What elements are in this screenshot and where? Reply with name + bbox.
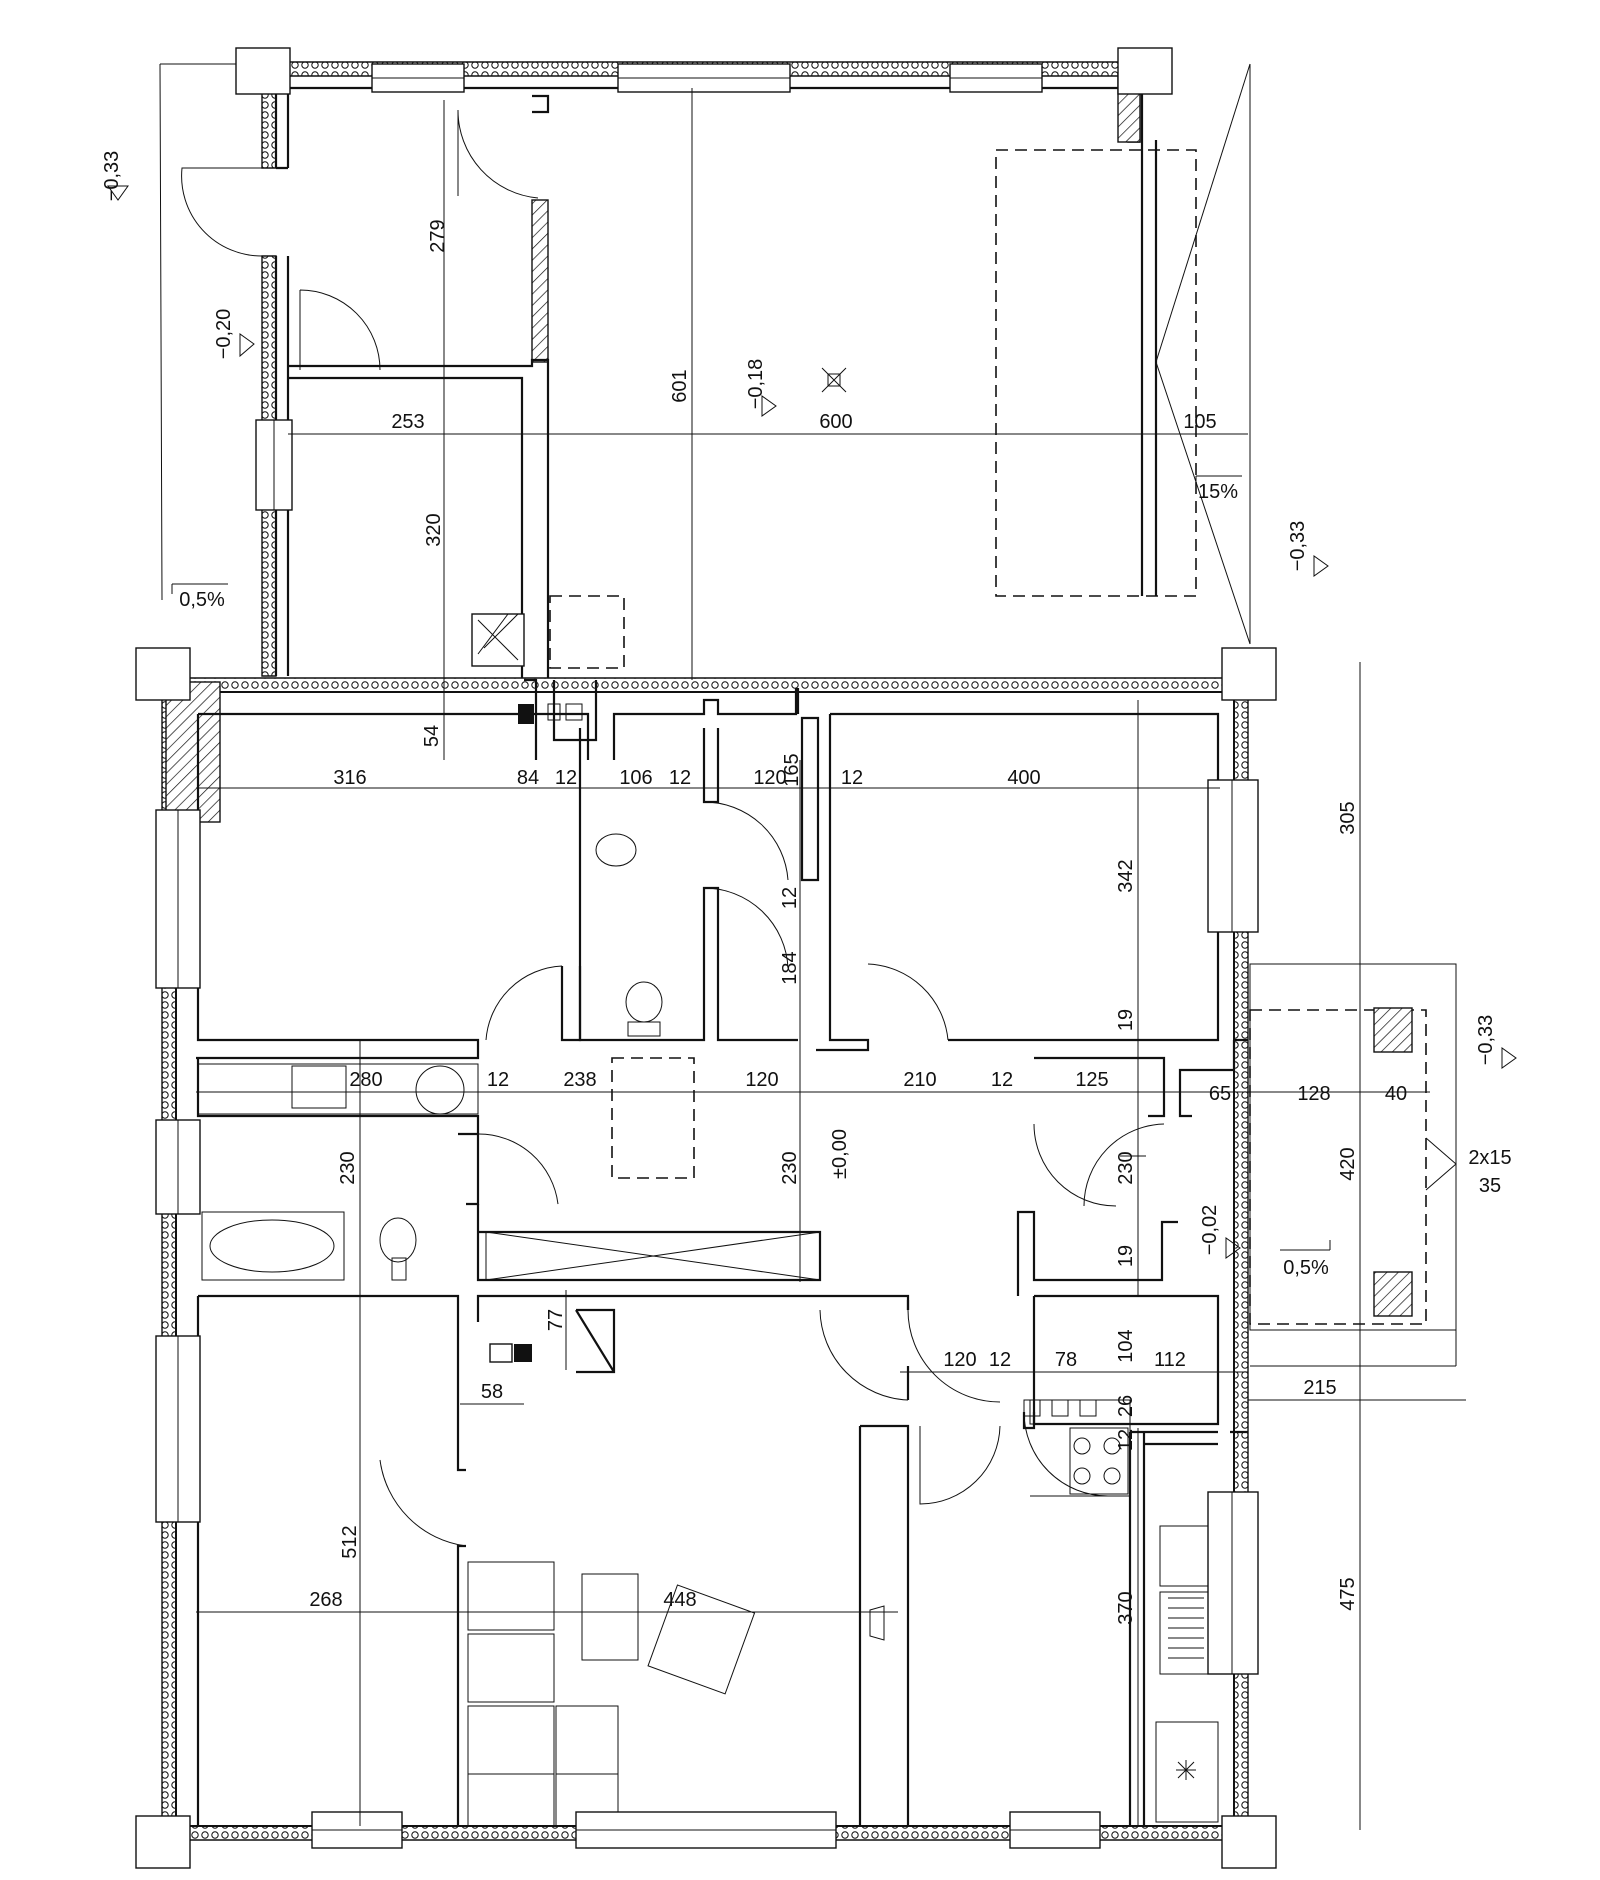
dimension-lines <box>196 88 1466 1830</box>
dim-600: 600 <box>819 411 852 433</box>
dim-105: 105 <box>1183 411 1216 433</box>
dim-12: 12 <box>1115 1429 1137 1451</box>
dim-120: 120 <box>943 1349 976 1371</box>
dim-125: 125 <box>1075 1069 1108 1091</box>
dim-12: 12 <box>555 767 577 789</box>
elevation-label: ±0,00 <box>829 1129 851 1179</box>
dim-512: 512 <box>339 1525 361 1558</box>
elevation-label: −0,33 <box>101 151 123 202</box>
dim-12: 12 <box>669 767 691 789</box>
dimension-labels: 279 601 320 253 600 105 54 316 84 12 106… <box>309 219 1407 1624</box>
dim-26: 26 <box>1115 1395 1137 1417</box>
dim-12: 12 <box>487 1069 509 1091</box>
slope-label: 0,5% <box>1283 1257 1329 1279</box>
dim-77: 77 <box>545 1309 567 1331</box>
hall-and-utility <box>485 678 821 1374</box>
elevation-label: −0,20 <box>213 309 235 360</box>
dim-420: 420 <box>1337 1147 1359 1180</box>
stairs-count: 2x15 <box>1468 1147 1511 1169</box>
dim-601: 601 <box>669 369 691 402</box>
elevation-label: −0,33 <box>1475 1015 1497 1066</box>
garage-windows <box>255 63 1043 511</box>
elevation-label: −0,33 <box>1287 521 1309 572</box>
garage-structure <box>159 47 1251 680</box>
dim-279: 279 <box>427 219 449 252</box>
dim-120: 120 <box>753 767 786 789</box>
dim-128: 128 <box>1297 1083 1330 1105</box>
dim-12: 12 <box>841 767 863 789</box>
dim-165: 165 <box>781 753 803 786</box>
dim-280: 280 <box>349 1069 382 1091</box>
dim-184: 184 <box>779 951 801 984</box>
dim-230: 230 <box>337 1151 359 1184</box>
house-windows <box>155 779 1259 1849</box>
dim-104: 104 <box>1115 1329 1137 1362</box>
dim-210: 210 <box>903 1069 936 1091</box>
dim-230: 230 <box>1115 1151 1137 1184</box>
dim-106: 106 <box>619 767 652 789</box>
dim-84: 84 <box>517 767 539 789</box>
dim-253: 253 <box>391 411 424 433</box>
dim-12: 12 <box>779 887 801 909</box>
garage-doors <box>181 109 539 371</box>
dim-268: 268 <box>309 1589 342 1611</box>
dim-475: 475 <box>1337 1577 1359 1610</box>
kitchen-fixtures <box>1023 1399 1219 1823</box>
bathroom-fixtures <box>197 833 663 1281</box>
dim-448: 448 <box>663 1589 696 1611</box>
dim-12: 12 <box>991 1069 1013 1091</box>
elevation-markers: −0,33 −0,20 −0,18 −0,33 −0,33 ±0,00 −0,0… <box>101 151 1517 1259</box>
slope-label: 15% <box>1198 481 1238 503</box>
dim-65: 65 <box>1209 1083 1231 1105</box>
living-furniture <box>467 1561 885 1827</box>
dim-215: 215 <box>1303 1377 1336 1399</box>
dim-320: 320 <box>423 513 445 546</box>
dim-58: 58 <box>481 1381 503 1403</box>
floor-drain-icon <box>821 367 847 393</box>
dim-370: 370 <box>1115 1591 1137 1624</box>
dim-19: 19 <box>1115 1245 1137 1267</box>
dim-112: 112 <box>1154 1349 1186 1371</box>
slope-markers: 0,5% 15% 0,5% <box>171 475 1331 1279</box>
dim-78: 78 <box>1055 1349 1077 1371</box>
dim-120: 120 <box>745 1069 778 1091</box>
dim-54: 54 <box>421 725 443 747</box>
stairs-label: 2x15 35 <box>1468 1147 1511 1197</box>
slope-label: 0,5% <box>179 589 225 611</box>
dim-342: 342 <box>1115 859 1137 892</box>
dim-230: 230 <box>779 1151 801 1184</box>
stairs-tread: 35 <box>1479 1175 1501 1197</box>
elevation-label: −0,18 <box>745 359 767 410</box>
dim-12: 12 <box>989 1349 1011 1371</box>
house-structure <box>135 647 1277 1869</box>
dim-19: 19 <box>1115 1009 1137 1031</box>
dim-40: 40 <box>1385 1083 1407 1105</box>
elevation-label: −0,02 <box>1199 1205 1221 1256</box>
dim-400: 400 <box>1007 767 1040 789</box>
dim-305: 305 <box>1337 801 1359 834</box>
terrace <box>1249 963 1457 1367</box>
house-doors <box>379 801 1165 1547</box>
dim-238: 238 <box>563 1069 596 1091</box>
dim-316: 316 <box>333 767 366 789</box>
